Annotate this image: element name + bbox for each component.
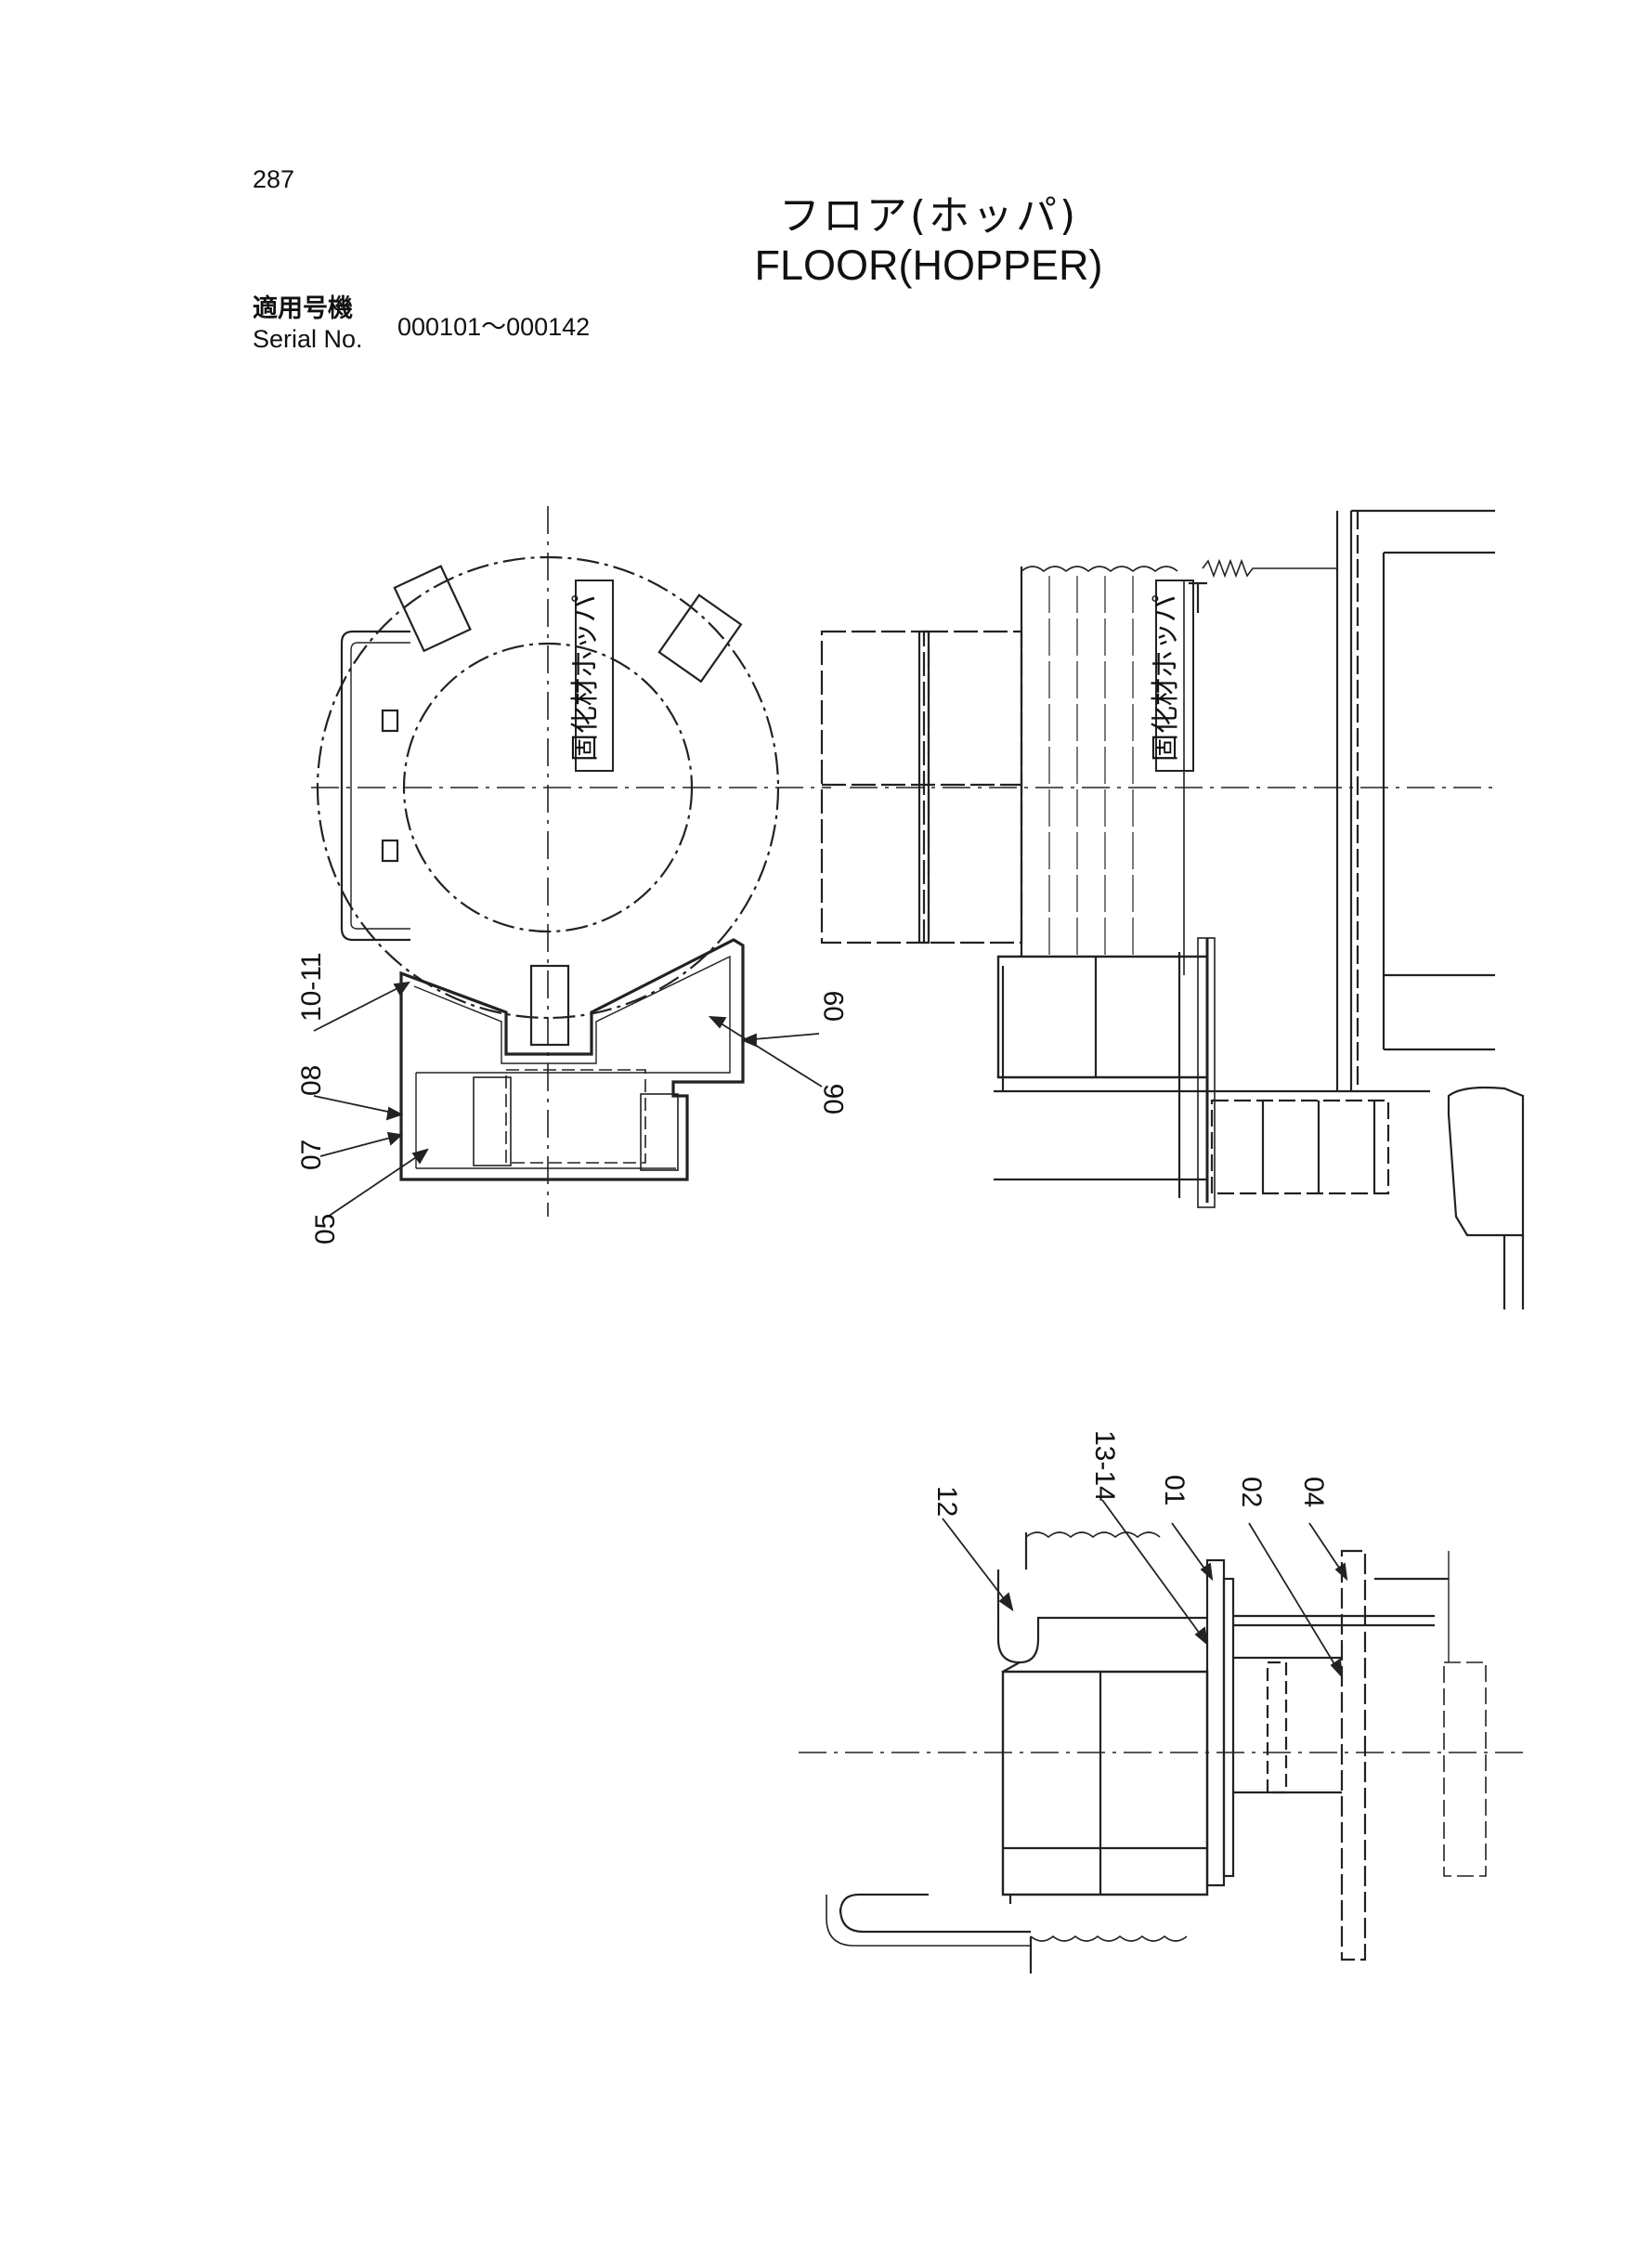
callout-10-11: 10-11	[296, 952, 327, 1022]
callout-01: 01	[1159, 1475, 1190, 1505]
serial-label: Serial No.	[253, 325, 363, 353]
page-number: 287	[253, 165, 295, 193]
hopper-tag-top-view: 固化材ホッパ	[569, 594, 602, 762]
floor-detail-view	[799, 1531, 1523, 1974]
page-title-japanese: フロア(ホッパ)	[778, 192, 1079, 240]
serial-label-japanese: 適用号機	[253, 294, 353, 323]
callout-13-14: 13-14	[1089, 1430, 1120, 1502]
callout-07: 07	[296, 1140, 327, 1170]
callout-05: 05	[310, 1214, 341, 1244]
callout-09: 09	[819, 991, 850, 1022]
callout-06: 06	[819, 1084, 850, 1114]
callout-04: 04	[1298, 1477, 1329, 1507]
page-title: FLOOR(HOPPER)	[754, 241, 1103, 289]
callout-02: 02	[1236, 1477, 1267, 1507]
hopper-tag-side-view: 固化材ホッパ	[1150, 594, 1182, 762]
hopper-top-view	[311, 506, 831, 1217]
hopper-side-view	[820, 509, 1525, 1309]
serial-range: 000101〜000142	[397, 313, 591, 341]
callout-leaders	[313, 981, 1348, 1679]
callout-12: 12	[931, 1486, 962, 1517]
callout-08: 08	[296, 1065, 327, 1096]
